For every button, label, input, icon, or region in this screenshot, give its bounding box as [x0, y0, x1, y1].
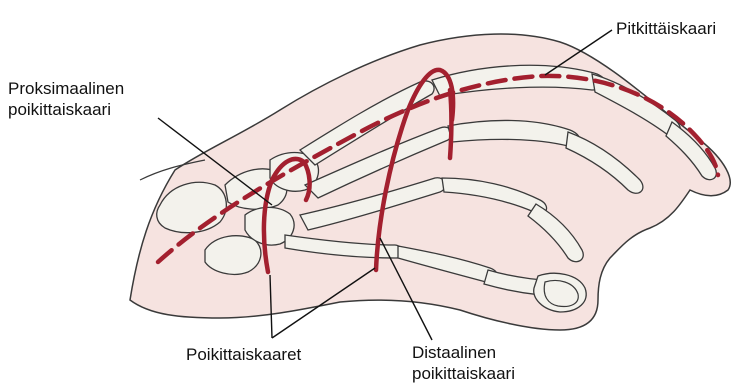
proximal-label-line2: poikittaiskaari: [8, 99, 124, 120]
longitudinal-arch-label: Pitkittäiskaari: [616, 18, 716, 39]
distal-label-line2: poikittaiskaari: [412, 363, 515, 384]
distal-label-line1: Distaalinen: [412, 342, 515, 363]
transverse-arches-text: Poikittaiskaaret: [186, 344, 301, 365]
proximal-label-line1: Proksimaalinen: [8, 78, 124, 99]
proximal-transverse-arch-label: Proksimaalinen poikittaiskaari: [8, 78, 124, 120]
transverse-arches-label: Poikittaiskaaret: [186, 344, 301, 365]
distal-transverse-arch-label: Distaalinen poikittaiskaari: [412, 342, 515, 384]
longitudinal-arch-text: Pitkittäiskaari: [616, 18, 716, 39]
